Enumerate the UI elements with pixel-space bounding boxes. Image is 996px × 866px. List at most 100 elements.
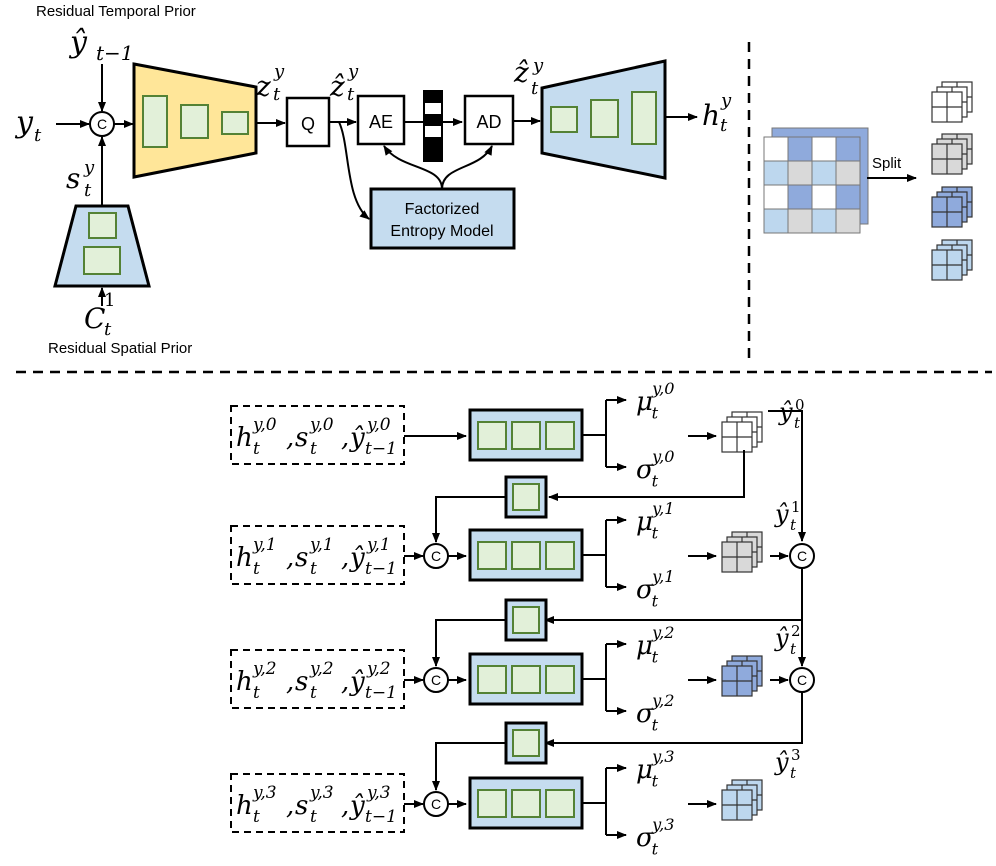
context-block-1 (504, 475, 548, 519)
svg-text:h: h (236, 791, 253, 821)
svg-text:t: t (84, 180, 92, 201)
svg-text:ŷ: ŷ (774, 748, 789, 776)
scale-label: σy,2t (636, 691, 674, 734)
svg-text:y,3: y,3 (309, 783, 334, 803)
grid-cell (787, 136, 813, 162)
input-features-box (230, 773, 405, 833)
feedback-paths (432, 410, 806, 791)
svg-text:y,0: y,0 (651, 379, 674, 398)
svg-text:t: t (310, 559, 317, 579)
svg-text:,: , (286, 543, 294, 573)
input-features-box (230, 405, 405, 465)
svg-text:ẑ: ẑ (513, 56, 529, 89)
arithmetic-decoder-label: AD (476, 112, 501, 132)
svg-text:t: t (790, 764, 797, 782)
grid-cell (763, 208, 789, 234)
svg-text:σ: σ (636, 823, 655, 853)
svg-text:h: h (236, 667, 253, 697)
svg-text:z: z (255, 70, 271, 103)
z-hat-t-y-label-2: ẑ y t (513, 55, 544, 99)
split-section: Split (763, 81, 973, 281)
svg-text:y: y (14, 105, 34, 140)
svg-text:t: t (253, 439, 260, 459)
grid-cell (787, 160, 813, 186)
codec-section: Residual Temporal Prior ŷ t−1 y t C s y … (14, 3, 732, 357)
svg-text:t: t (34, 125, 42, 146)
encoder-block (132, 62, 258, 179)
split-label: Split (872, 155, 902, 172)
h-t-y-label: h y t (702, 90, 732, 136)
parameter-network-block (468, 776, 584, 830)
svg-text:t: t (310, 807, 317, 827)
scale-label: σy,0t (636, 447, 674, 490)
svg-text:C: C (797, 672, 807, 688)
svg-text:C: C (431, 796, 441, 812)
grid-cell (763, 160, 789, 186)
svg-text:t: t (720, 115, 728, 136)
split-group-2 (931, 186, 973, 228)
residual-spatial-prior-block (53, 204, 151, 288)
svg-text:t: t (652, 647, 659, 666)
svg-text:t: t (531, 78, 539, 99)
c-t-1-label: C 1 t (84, 290, 115, 340)
grid-cell (835, 208, 861, 234)
arithmetic-encoder-block (356, 94, 406, 146)
svg-text:t−1: t−1 (96, 41, 134, 65)
grid-cell (835, 160, 861, 186)
svg-text:s: s (295, 543, 308, 573)
svg-text:,: , (341, 423, 349, 453)
y-t-label: y t (14, 105, 42, 146)
svg-text:y,1: y,1 (366, 535, 391, 555)
svg-text:t: t (310, 683, 317, 703)
grid-cell (811, 208, 837, 234)
svg-text:s: s (295, 667, 308, 697)
svg-text:1: 1 (791, 498, 801, 516)
grid-cell (763, 136, 789, 162)
grid-cell (835, 184, 861, 210)
z-hat-t-y-label-1: ẑ y t (329, 61, 359, 105)
svg-text:y: y (532, 55, 544, 76)
context-block-2 (504, 598, 548, 642)
residual-temporal-prior-label: Residual Temporal Prior (36, 3, 196, 20)
svg-text:ẑ: ẑ (329, 70, 345, 103)
svg-text:,: , (341, 791, 349, 821)
residual-spatial-prior-label: Residual Spatial Prior (48, 340, 192, 357)
svg-text:C: C (431, 548, 441, 564)
svg-text:y,2: y,2 (651, 623, 674, 642)
bitstream-icon (423, 90, 443, 162)
factorized-entropy-model-block (369, 187, 516, 250)
input-features-box (230, 525, 405, 585)
decoder-block (540, 59, 667, 180)
svg-text:t−1: t−1 (365, 559, 397, 579)
svg-text:C: C (431, 672, 441, 688)
grid-cell (787, 184, 813, 210)
context-block-3 (504, 721, 548, 765)
svg-text:y,2: y,2 (366, 659, 391, 679)
arithmetic-encoder-label: AE (369, 112, 393, 132)
scale-label: σy,1t (636, 567, 674, 610)
input-features-box (230, 649, 405, 709)
svg-text:t: t (790, 640, 797, 658)
svg-text:y,3: y,3 (651, 815, 674, 834)
split-group-1 (931, 133, 973, 175)
svg-text:t: t (794, 414, 801, 432)
svg-text:t−1: t−1 (365, 439, 397, 459)
grid-cell (835, 136, 861, 162)
svg-text:t: t (652, 715, 659, 734)
svg-text:t: t (273, 84, 281, 105)
svg-text:t: t (310, 439, 317, 459)
svg-text:y,1: y,1 (651, 567, 674, 586)
svg-text:σ: σ (636, 699, 655, 729)
svg-text:2: 2 (791, 622, 801, 640)
svg-text:y,3: y,3 (366, 783, 391, 803)
svg-text:σ: σ (636, 455, 655, 485)
